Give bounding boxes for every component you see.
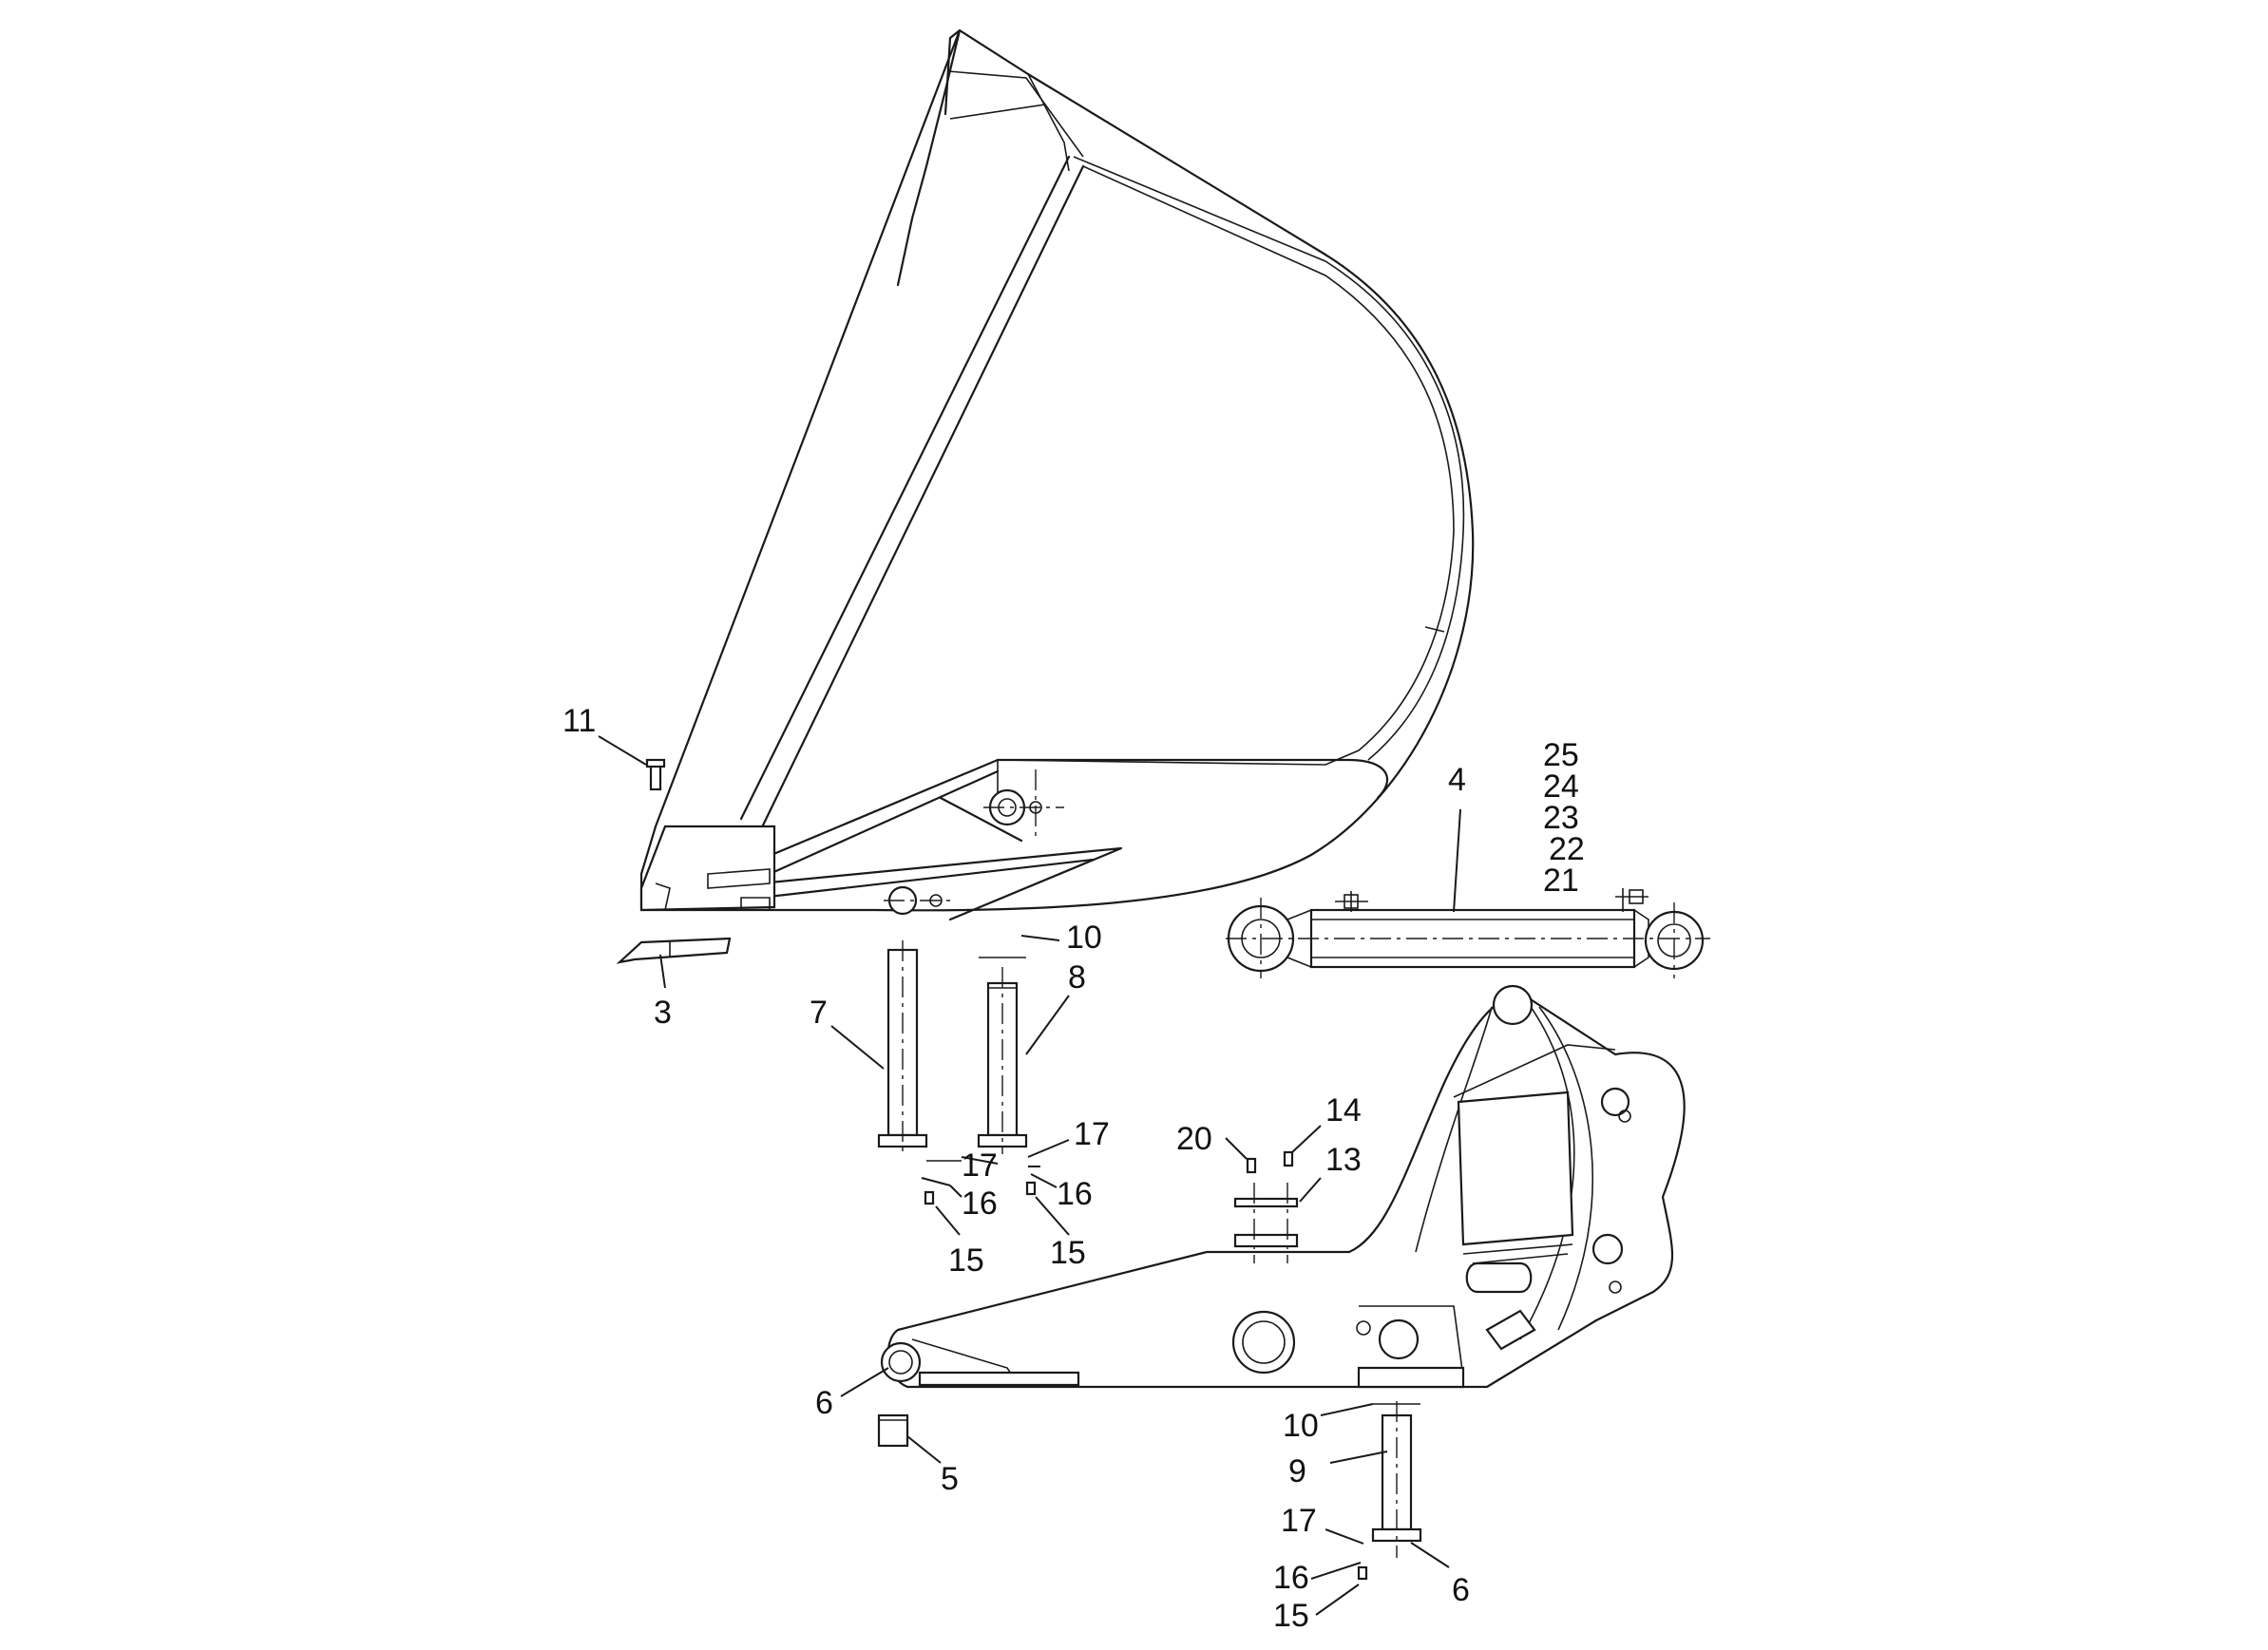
label-14: 14 [1325,1092,1362,1128]
label-16-lower: 16 [1273,1560,1309,1596]
fasteners-right: 17 16 15 [1025,1116,1110,1271]
label-25: 25 [1543,737,1579,773]
label-10-lower: 10 [1283,1408,1319,1444]
label-21: 21 [1543,863,1579,899]
label-24: 24 [1543,768,1579,805]
label-15-lower: 15 [1273,1598,1309,1634]
label-6-left: 6 [815,1385,833,1421]
label-16-right: 16 [1057,1176,1093,1212]
label-8: 8 [1068,959,1086,996]
label-22: 22 [1549,831,1585,867]
label-17-lower: 17 [1281,1503,1317,1539]
label-4: 4 [1448,762,1466,798]
bucket [639,28,1475,921]
label-17-left: 17 [962,1147,998,1184]
pin-11: 11 [562,703,666,791]
tooth-3: 3 [616,937,732,1031]
pin-8: 10 8 [977,920,1102,1154]
pin-7: 7 [810,940,928,1154]
label-16-left: 16 [962,1185,998,1222]
label-5: 5 [941,1461,959,1497]
label-10-upper: 10 [1066,920,1102,956]
fittings-20-14-13: 20 14 13 [1176,1092,1362,1203]
frame [880,984,1686,1389]
label-7: 7 [810,995,828,1031]
label-20: 20 [1176,1121,1212,1157]
label-15-right: 15 [1050,1235,1086,1271]
pin-9: 10 9 17 6 16 15 [1273,1401,1470,1634]
label-9: 9 [1288,1453,1306,1489]
label-23: 23 [1543,800,1579,836]
label-3: 3 [654,995,672,1031]
bushing-6-and-5: 6 5 [815,1367,959,1497]
cylinder-4: 4 25 24 23 22 21 [1226,737,1710,978]
label-11: 11 [562,703,596,739]
label-17-right: 17 [1074,1116,1110,1152]
label-13: 13 [1325,1142,1362,1178]
fasteners-left: 17 16 15 [921,1147,999,1279]
label-6-lower: 6 [1452,1572,1470,1608]
label-15-left: 15 [948,1242,984,1279]
